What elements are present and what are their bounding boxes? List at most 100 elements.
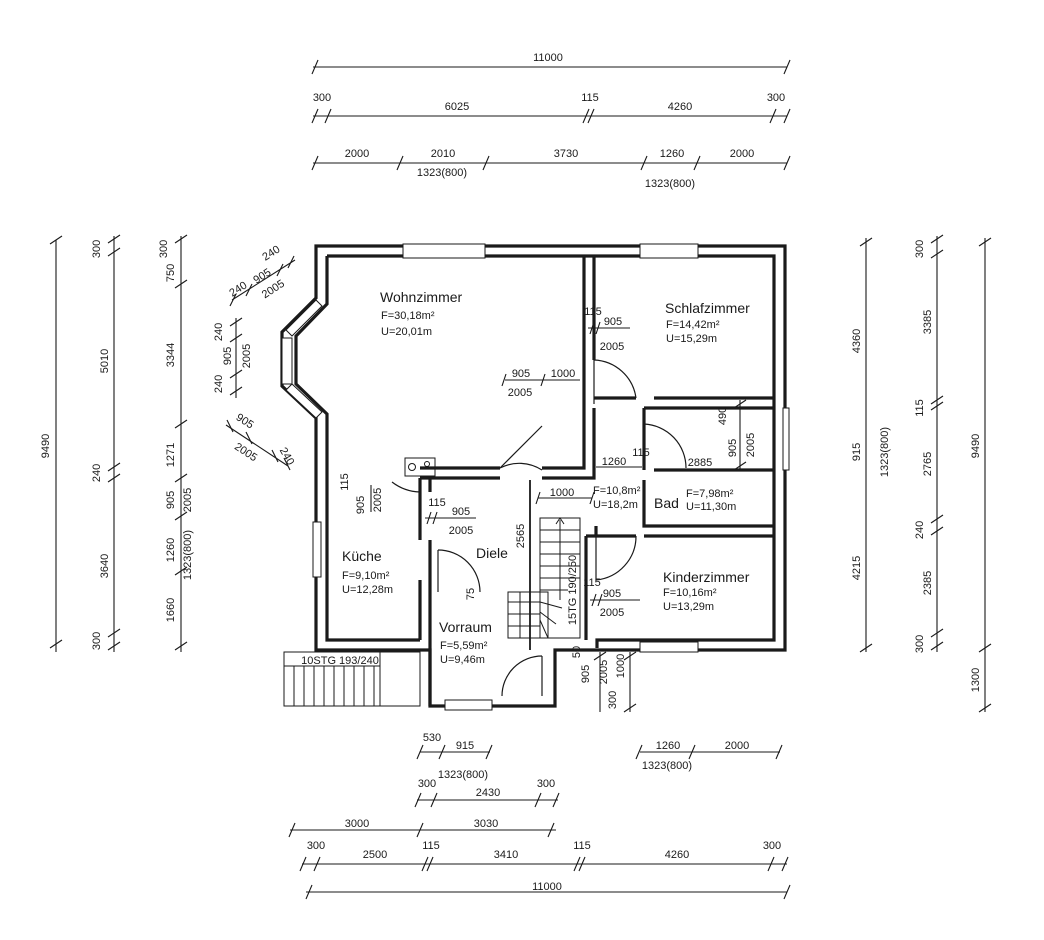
bay-dim-6: 905 <box>222 347 234 365</box>
opening-3-h: 2005 <box>745 433 757 457</box>
door-schlafzimmer <box>593 359 637 399</box>
opening-7-w: 905 <box>580 665 592 683</box>
room-area-bad: F=7,98m² <box>686 488 734 500</box>
bottom-dimensions: 530 915 1323(800) 300 2430 300 1260 2000… <box>288 732 791 900</box>
dim-bottom-r2-5: 115 <box>573 840 591 852</box>
dim-top-r2-3: 115 <box>581 92 599 104</box>
misc-dim-11: 115 <box>428 497 446 509</box>
misc-dim-9: 2565 <box>515 524 527 548</box>
misc-dim-2: 1000 <box>551 368 575 380</box>
door-vorraum <box>437 549 481 593</box>
dim-bottom-r3-2: 3030 <box>474 818 498 830</box>
misc-dim-16: 300 <box>607 691 619 709</box>
dim-top-r3-4: 1260 <box>660 148 684 160</box>
dim-left-c2-4: 3640 <box>99 554 111 578</box>
dim-right-c1b-1: 915 <box>851 443 863 461</box>
room-area-wohnzimmer: F=30,18m² <box>381 310 435 322</box>
dim-entry-3: 300 <box>537 778 555 790</box>
bay-dim-8: 240 <box>213 375 225 393</box>
dim-right-c1-2: 4215 <box>851 556 863 580</box>
exterior-stair: 10STG 193/240 <box>283 651 421 707</box>
room-perimeter-diele: U=18,2m <box>593 499 638 511</box>
room-perimeter-vorraum: U=9,46m <box>440 654 485 666</box>
misc-dim-4: 490 <box>717 407 729 425</box>
misc-dim-10: 75 <box>465 588 477 600</box>
door-wohnzimmer <box>499 462 543 471</box>
room-perimeter-kinderzimmer: U=13,29m <box>663 601 714 613</box>
opening-2-h: 2005 <box>600 341 624 353</box>
dim-right-win-sub: 1323(800) <box>642 760 692 772</box>
walls <box>280 244 787 708</box>
dim-right-win-2: 2000 <box>725 740 749 752</box>
room-perimeter-schlafzimmer: U=15,29m <box>666 333 717 345</box>
window-bay-3 <box>285 383 323 419</box>
opening-4-h: 2005 <box>449 525 473 537</box>
dim-top-r2-4: 4260 <box>668 101 692 113</box>
opening-5-h: 2005 <box>372 488 384 512</box>
doors <box>391 359 687 697</box>
dim-left-c3-3: 3344 <box>165 343 177 367</box>
misc-dim-1: 115 <box>584 306 602 318</box>
dim-bottom-r2-4: 3410 <box>494 849 518 861</box>
dim-top-overall: 11000 <box>533 52 563 64</box>
room-name-diele: Diele <box>476 545 508 561</box>
opening-5-w: 905 <box>355 496 367 514</box>
window-bay-1 <box>285 299 323 337</box>
door-entrance <box>501 655 543 697</box>
dim-top-sub-2: 1323(800) <box>645 178 695 190</box>
windows <box>281 243 790 711</box>
misc-dim-13: 115 <box>583 577 601 589</box>
dim-bottom-r2-7: 300 <box>763 840 781 852</box>
room-area-schlafzimmer: F=14,42m² <box>666 319 720 331</box>
dim-entry-win-2: 915 <box>456 740 474 752</box>
dim-bottom-overall: 11000 <box>532 881 562 893</box>
opening-6-w: 905 <box>603 588 621 600</box>
opening-2-w: 905 <box>604 316 622 328</box>
dim-top-r2-1: 300 <box>313 92 331 104</box>
dim-right-c2-5: 240 <box>914 521 926 539</box>
misc-dim-12: 115 <box>339 473 351 491</box>
dim-left-c3-4: 1271 <box>165 443 177 467</box>
dim-bottom-r2-6: 4260 <box>665 849 689 861</box>
dim-top-sub-1: 1323(800) <box>417 167 467 179</box>
dim-entry-2: 2430 <box>476 787 500 799</box>
interior-stair: 15TG 190/250 <box>507 517 581 639</box>
dim-right-c2-6: 2385 <box>922 571 934 595</box>
dim-left-c3-7: 1660 <box>165 598 177 622</box>
room-name-vorraum: Vorraum <box>439 619 492 635</box>
dim-left-overall: 9490 <box>40 434 52 458</box>
bay-dim-5: 240 <box>213 323 225 341</box>
misc-dim-5: 2885 <box>688 457 712 469</box>
dim-left-c3-6: 1260 <box>165 538 177 562</box>
dim-right-c2-2: 3385 <box>922 310 934 334</box>
right-dimensions: 4360 4215 915 1323(800) 300 3385 115 276… <box>851 234 992 713</box>
dim-left-c3-sub-1: 2005 <box>182 488 194 512</box>
dim-bottom-r2-3: 115 <box>422 840 440 852</box>
room-area-kinderzimmer: F=10,16m² <box>663 587 717 599</box>
dim-top-r3-3: 3730 <box>554 148 578 160</box>
dim-right-c1b-2: 1323(800) <box>879 427 891 477</box>
dim-bottom-r3-1: 3000 <box>345 818 369 830</box>
dim-left-c2-1: 300 <box>91 240 103 258</box>
dim-left-c3-2: 750 <box>165 264 177 282</box>
bay-dim-11: 240 <box>277 446 297 468</box>
room-perimeter-wohnzimmer: U=20,01m <box>381 326 432 338</box>
room-perimeter-bad: U=11,30m <box>686 501 736 513</box>
dim-bottom-r2-1: 300 <box>307 840 325 852</box>
misc-dim-14: 50 <box>571 646 583 658</box>
opening-3-w: 905 <box>727 439 739 457</box>
room-area-diele: F=10,8m² <box>593 485 641 497</box>
bay-dim-1: 240 <box>227 279 249 299</box>
opening-dimensions: 905 2005 1000 115 905 2005 490 905 2005 … <box>339 306 757 713</box>
dim-left-c3-sub-2: 1323(800) <box>182 530 194 580</box>
bay-dim-4: 240 <box>260 243 282 263</box>
dim-top-r3-5: 2000 <box>730 148 754 160</box>
dim-left-c2-5: 300 <box>91 632 103 650</box>
opening-6-h: 2005 <box>600 607 624 619</box>
window-bad <box>782 407 790 471</box>
dim-left-c3-1: 300 <box>158 240 170 258</box>
room-name-wohnzimmer: Wohnzimmer <box>380 289 463 305</box>
dim-entry-win-1: 530 <box>423 732 441 744</box>
dim-right-c1-1: 4360 <box>851 329 863 353</box>
window-kinderzimmer <box>639 641 699 653</box>
